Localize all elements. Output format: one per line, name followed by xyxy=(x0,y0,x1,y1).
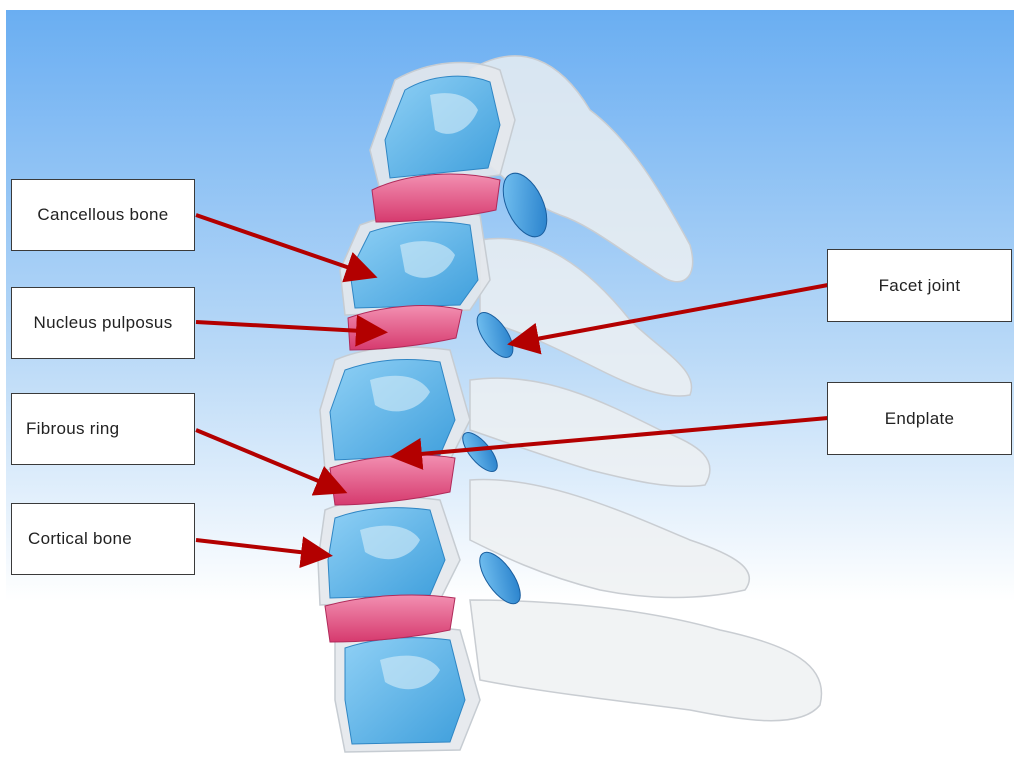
label-cortical-bone: Cortical bone xyxy=(11,503,195,575)
label-nucleus-pulposus: Nucleus pulposus xyxy=(11,287,195,359)
label-fibrous-ring: Fibrous ring xyxy=(11,393,195,465)
label-endplate: Endplate xyxy=(827,382,1012,455)
label-fibrous-ring-text: Fibrous ring xyxy=(26,419,119,439)
label-facet-joint: Facet joint xyxy=(827,249,1012,322)
label-cancellous-bone-text: Cancellous bone xyxy=(37,205,168,225)
label-cortical-bone-text: Cortical bone xyxy=(28,529,132,549)
label-endplate-text: Endplate xyxy=(885,409,955,429)
label-nucleus-pulposus-text: Nucleus pulposus xyxy=(34,313,173,333)
label-facet-joint-text: Facet joint xyxy=(879,276,961,296)
label-cancellous-bone: Cancellous bone xyxy=(11,179,195,251)
